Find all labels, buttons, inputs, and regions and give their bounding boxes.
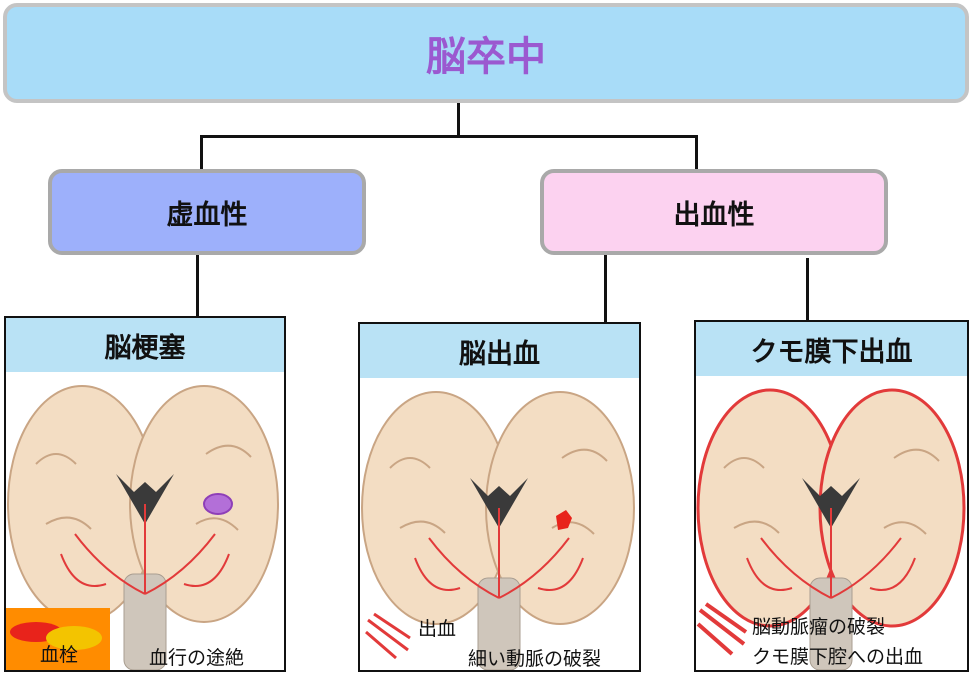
cortex-folds	[389, 448, 608, 535]
hemorrhagic-box: 出血性	[540, 169, 888, 255]
subarachnoid-caption-line1: 脳動脈瘤の破裂	[752, 616, 886, 638]
connector-hemorrhagic-right	[806, 258, 809, 322]
brain-illustration	[696, 388, 966, 670]
subarachnoid-header: クモ膜下出血	[696, 322, 967, 376]
intracerebral-caption: 細い動脈の破裂	[468, 648, 602, 670]
connector-root-down	[457, 103, 460, 137]
ventricle	[116, 474, 174, 524]
arteries	[414, 508, 584, 599]
bleed-label: 出血	[418, 618, 457, 640]
cortex-folds	[723, 448, 940, 535]
brain-illustration	[7, 385, 279, 670]
infarction-header: 脳梗塞	[6, 318, 284, 372]
infarction-title: 脳梗塞	[104, 332, 186, 364]
title-box: 脳卒中	[3, 3, 969, 103]
connector-left-down	[200, 135, 203, 169]
bleed-legend-icon	[365, 612, 411, 660]
ischemic-box: 虚血性	[48, 169, 366, 255]
arteries	[60, 504, 230, 595]
clot-marker	[203, 493, 233, 515]
ventricle	[802, 478, 860, 528]
clot-icon	[10, 622, 102, 650]
brain-illustration	[361, 391, 635, 670]
ventricle	[470, 478, 528, 528]
legend-label: 血栓	[40, 644, 79, 666]
hemorrhagic-label: 出血性	[673, 199, 755, 231]
subarachnoid-panel: クモ膜下出血 脳動脈瘤の破裂 クモ膜下腔への出血	[694, 320, 969, 672]
subarachnoid-caption-line2: クモ膜下腔への出血	[752, 646, 924, 668]
arteries	[746, 508, 916, 599]
bleed-legend-icon	[696, 602, 748, 656]
diagram-title: 脳卒中	[426, 34, 546, 80]
connector-horizontal	[200, 135, 698, 138]
infarction-panel: 脳梗塞 血栓 血行の途絶	[4, 316, 286, 672]
subarachnoid-title: クモ膜下出血	[750, 336, 913, 368]
intracerebral-panel: 脳出血 出血 細い動脈の破裂	[358, 322, 641, 672]
connector-ischemic-panel	[196, 255, 199, 317]
cortex-folds	[35, 444, 252, 531]
ischemic-label: 虚血性	[166, 199, 248, 231]
connector-right-down	[695, 135, 698, 169]
bleed-spot	[556, 510, 572, 530]
intracerebral-title: 脳出血	[459, 338, 540, 370]
intracerebral-header: 脳出血	[360, 324, 639, 378]
brain-hemisphere-right	[485, 391, 635, 625]
connector-hemorrhagic-left	[604, 255, 607, 323]
infarction-caption: 血行の途絶	[149, 647, 245, 669]
